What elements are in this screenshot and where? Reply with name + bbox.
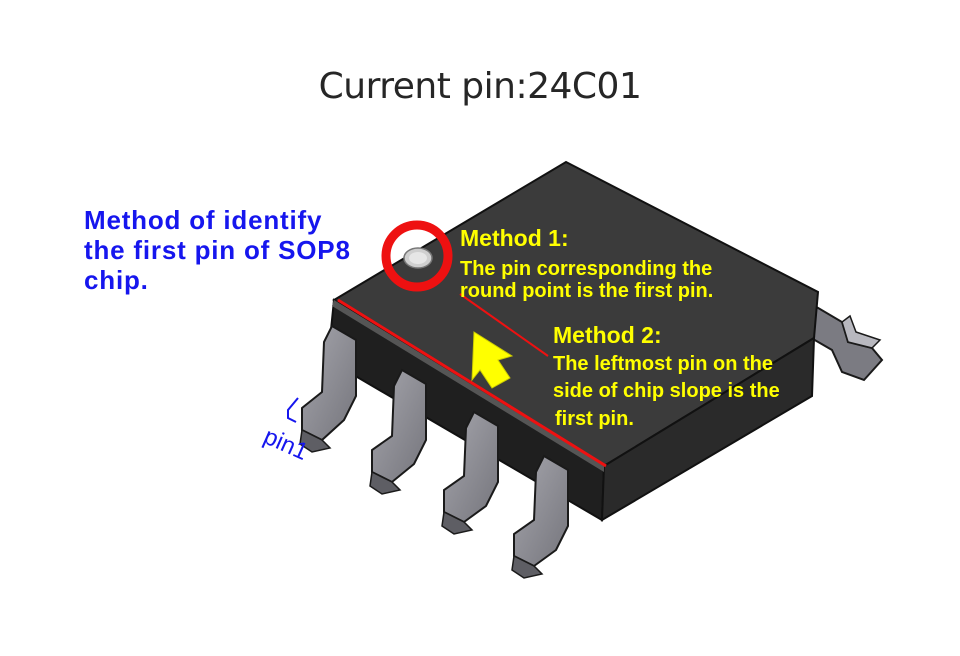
- slope-line: [337, 298, 607, 468]
- pin-4: [511, 454, 569, 579]
- pin-3: [441, 410, 499, 535]
- chip-body: [326, 160, 820, 522]
- pin1-bracket: [287, 397, 299, 423]
- up-arrow-icon: [471, 331, 514, 389]
- method1-line2: round point is the first pin.: [460, 280, 713, 302]
- method2-line2: side of chip slope is the: [553, 380, 780, 402]
- slope-line-connector: [459, 293, 549, 357]
- method2-title: Method 2:: [553, 322, 662, 348]
- right-pin: [804, 300, 884, 382]
- pin-2: [369, 368, 427, 495]
- method1-line1: The pin corresponding the: [460, 258, 712, 280]
- method1-title: Method 1:: [460, 225, 569, 251]
- pin1-marker-circle: [381, 220, 453, 292]
- method2-line1: The leftmost pin on the: [553, 353, 773, 375]
- front-pins: [299, 324, 569, 579]
- method-heading: Method of identify the first pin of SOP8…: [84, 205, 351, 295]
- pin-1: [299, 324, 357, 453]
- page-title: Current pin:24C01: [318, 66, 642, 107]
- method2-line3: first pin.: [555, 408, 634, 430]
